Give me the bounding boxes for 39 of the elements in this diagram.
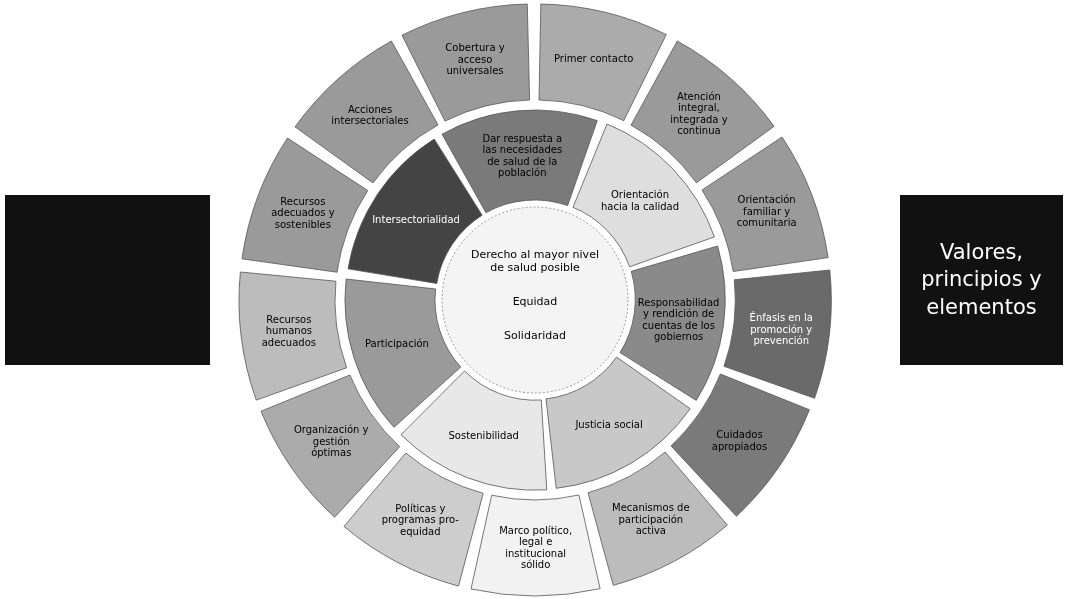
segment-label: Responsabilidad y rendición de cuentas de los gobiernos [636,296,721,343]
value-text: Solidaridad [503,329,567,343]
title-box [900,195,1063,365]
principle-segment [619,246,725,401]
segment-label: Mecanismos de participación activa [611,502,691,537]
heading-text: Valores, principios y elementos [920,239,1043,321]
segment-label: Participación [363,338,430,351]
segment-label: Cobertura y acceso universales [444,42,506,77]
segment-label: Recursos humanos adecuados [260,313,317,348]
segment-label: Atención integral, integrada y continua [669,90,729,137]
segment-label: Intersectorialidad [372,214,457,226]
principle-segment [400,370,547,490]
principle-segment [546,357,691,489]
segment-label: Justicia social [574,418,644,431]
segment-label: Dar respuesta a las necesidades de salud de la población [481,132,564,179]
segment-label: Organización y gestión óptimas [292,424,370,459]
segment-label: Orientación hacia la calidad [599,188,681,212]
element-segment [294,41,438,184]
element-segment [587,452,727,586]
segment-label: Primer contacto [553,53,634,65]
element-segment [701,136,828,271]
value-text: Equidad [511,295,559,309]
segment-label: Sostenibilidad [447,429,520,442]
segment-label: Marco político, legal e institucional sólido [498,525,574,571]
segment-label: Recursos adecuados y sostenibles [270,195,336,230]
element-segment [241,137,368,273]
element-segment [723,269,831,399]
segment-label: Énfasis en la promoción y prevención [748,311,814,347]
segment-label: Cuidados apropiados [710,428,769,452]
element-segment [631,40,775,183]
filled-box [5,195,210,365]
element-segment [471,495,601,596]
segment-label: Políticas y programas pro-equidad [380,502,460,538]
segment-label: Orientación familiar y comunitaria [735,194,798,229]
element-segment [538,4,667,121]
element-segment [239,271,347,400]
value-text: Derecho al mayor nivel de salud posible [470,249,600,275]
segment-label: Acciones intersectoriales [330,103,410,127]
principle-segment [442,110,598,213]
